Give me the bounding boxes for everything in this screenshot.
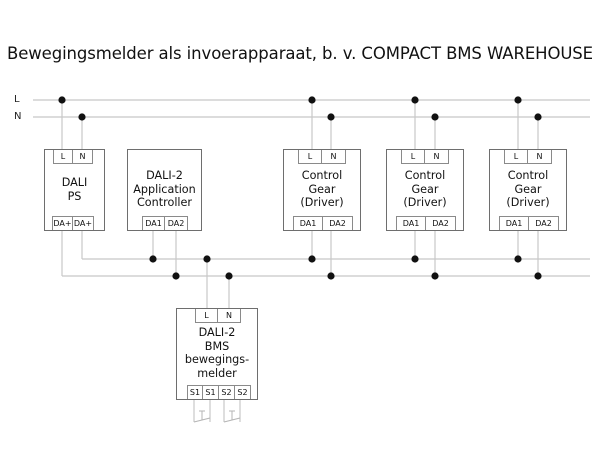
terminal-da2: DA2 <box>529 216 559 230</box>
terminal-da-plus: DA+ <box>73 216 94 230</box>
junction-dot <box>411 96 419 104</box>
junction-dot <box>411 255 419 263</box>
terminal-s1: S1 <box>203 385 219 399</box>
terminal-da1: DA1 <box>293 216 323 230</box>
junction-dot <box>431 272 439 280</box>
device-name: DALI PS <box>61 176 88 203</box>
pushbutton-s2-icon <box>223 410 241 423</box>
terminal-s2: S2 <box>235 385 251 399</box>
junction-dot <box>78 113 86 121</box>
junction-dot <box>58 96 66 104</box>
terminal-s2: S2 <box>219 385 235 399</box>
junction-dot <box>225 272 233 280</box>
terminal-da1: DA1 <box>396 216 426 230</box>
terminal-s1: S1 <box>187 385 203 399</box>
junction-dot <box>534 272 542 280</box>
terminal-l: L <box>504 150 528 164</box>
junction-dot <box>534 113 542 121</box>
junction-dot <box>514 255 522 263</box>
terminal-n: N <box>425 150 449 164</box>
terminal-da1: DA1 <box>499 216 529 230</box>
device-name: Control Gear (Driver) <box>506 169 550 210</box>
terminal-da1: DA1 <box>142 216 165 230</box>
terminal-n: N <box>73 150 93 164</box>
terminal-l: L <box>298 150 322 164</box>
device-dali-ps: L N DALI PS DA+ DA+ <box>44 149 105 231</box>
rail-label-l: L <box>14 94 20 105</box>
device-name: Control Gear (Driver) <box>403 169 447 210</box>
device-name: DALI-2 BMS bewegings- melder <box>184 326 250 380</box>
terminal-da2: DA2 <box>165 216 188 230</box>
terminal-n: N <box>528 150 552 164</box>
junction-dot <box>172 272 180 280</box>
junction-dot <box>431 113 439 121</box>
device-control-gear-2: L N Control Gear (Driver) DA1 DA2 <box>386 149 464 231</box>
junction-dot <box>149 255 157 263</box>
junction-dot <box>327 272 335 280</box>
device-name: Control Gear (Driver) <box>300 169 344 210</box>
junction-dot <box>514 96 522 104</box>
device-name: DALI-2 Application Controller <box>133 169 196 210</box>
rail-label-n: N <box>14 111 22 122</box>
diagram-title: Bewegingsmelder als invoerapparaat, b. v… <box>6 44 594 63</box>
terminal-da-plus: DA+ <box>52 216 73 230</box>
junction-dot <box>308 96 316 104</box>
terminal-l: L <box>401 150 425 164</box>
pushbutton-s1-icon <box>193 410 211 423</box>
terminal-da2: DA2 <box>426 216 456 230</box>
device-control-gear-1: L N Control Gear (Driver) DA1 DA2 <box>283 149 361 231</box>
terminal-da2: DA2 <box>323 216 353 230</box>
terminal-n: N <box>322 150 346 164</box>
junction-dot <box>327 113 335 121</box>
terminal-l: L <box>195 309 218 323</box>
terminal-n: N <box>218 309 241 323</box>
terminal-l: L <box>53 150 73 164</box>
device-bms-motion-detector: L N DALI-2 BMS bewegings- melder S1 S1 S… <box>176 308 258 400</box>
junction-dot <box>203 255 211 263</box>
junction-dot <box>308 255 316 263</box>
device-control-gear-3: L N Control Gear (Driver) DA1 DA2 <box>489 149 567 231</box>
device-application-controller: DALI-2 Application Controller DA1 DA2 <box>127 149 202 231</box>
